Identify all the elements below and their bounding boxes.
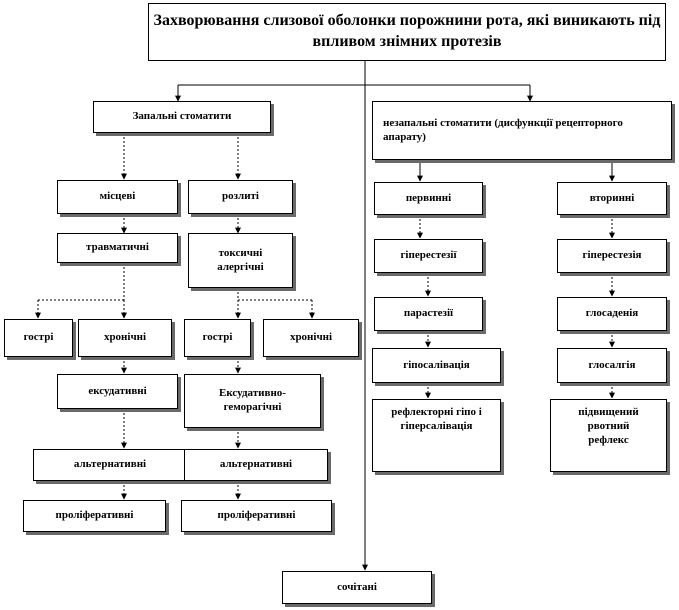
hyperesthesia-primary-box: гіперестезії xyxy=(374,239,483,273)
local-box: місцеві xyxy=(57,180,178,214)
chronic-diffuse-box: хронічні xyxy=(263,319,359,357)
gag-reflex-box: підвищений рвотний рефлекс xyxy=(550,399,667,472)
proliferative-local-box: проліферативні xyxy=(23,500,166,532)
alternative-diffuse-box: альтернативні xyxy=(184,449,328,481)
glossalgia-box: глосалгія xyxy=(557,348,667,383)
paresthesia-box: парастезії xyxy=(374,297,483,331)
traumatic-box: травматичні xyxy=(57,233,178,263)
glossodynia-box: глосаденія xyxy=(557,297,667,331)
primary-box: первинні xyxy=(374,182,483,215)
hyperesthesia-secondary-box: гіперестезія xyxy=(557,239,667,273)
inflammatory-stomatitis-box: Запальні стоматити xyxy=(93,101,271,133)
exudative-hemorrhagic-box: Ексудативно- геморагічні xyxy=(184,374,321,428)
alternative-local-box: альтернативні xyxy=(33,449,187,481)
combined-box: сочітані xyxy=(282,571,432,604)
acute-diffuse-box: гострі xyxy=(184,319,251,357)
diffuse-box: розлиті xyxy=(188,180,293,214)
chronic-local-box: хронічні xyxy=(78,319,172,357)
hyposalivation-box: гіпосалівація xyxy=(372,348,501,383)
non-inflammatory-stomatitis-box: незапальні стоматити (дисфункції рецепто… xyxy=(372,101,672,160)
exudative-box: ексудативні xyxy=(57,374,178,409)
diagram-title: Захворювання слизової оболонки порожнини… xyxy=(148,3,666,61)
secondary-box: вторинні xyxy=(557,182,667,215)
acute-local-box: гострі xyxy=(4,319,73,357)
toxic-allergic-box: токсичні алергічні xyxy=(188,233,293,288)
reflex-salivation-box: рефлекторні гіпо і гіперсалівація xyxy=(372,399,501,472)
proliferative-diffuse-box: проліферативні xyxy=(181,500,332,532)
